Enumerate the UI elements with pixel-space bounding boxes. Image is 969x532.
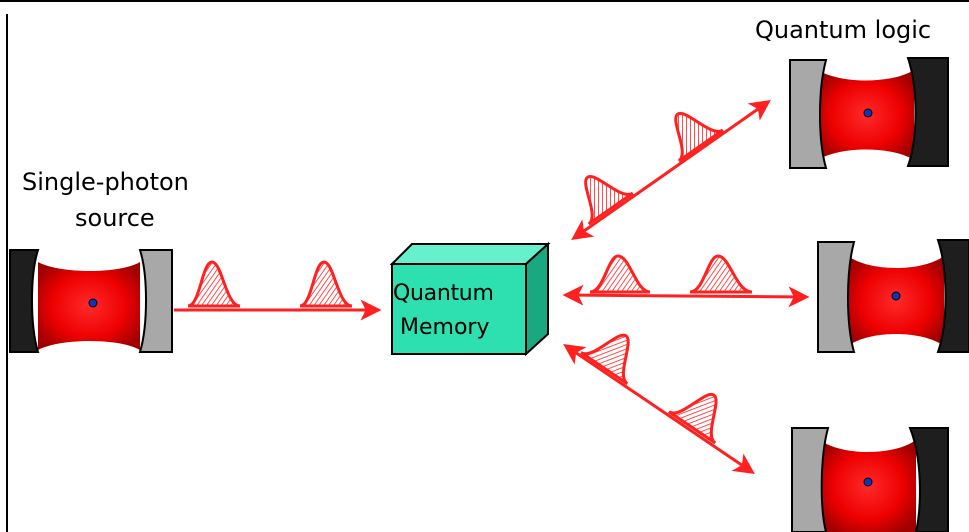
lower-right-mirror bbox=[908, 427, 949, 532]
quantum-logic-label: Quantum logic bbox=[755, 16, 932, 44]
single-photon-source-label: Single-photon bbox=[22, 168, 189, 196]
quantum-memory-label: Quantum bbox=[393, 281, 494, 306]
lower-atom bbox=[863, 477, 873, 487]
quantum-memory-cube bbox=[389, 241, 551, 357]
upper-right-mirror bbox=[906, 57, 949, 167]
middle-atom bbox=[891, 291, 901, 301]
cube-top bbox=[389, 243, 551, 265]
photon-pulse-upper-2 bbox=[674, 112, 724, 163]
source-cavity bbox=[9, 249, 173, 353]
middle-cavity-beam bbox=[848, 256, 944, 346]
photon-pulse-2 bbox=[299, 260, 353, 308]
source-right-mirror bbox=[138, 249, 173, 353]
quantum-memory-label-line2: Memory bbox=[400, 315, 490, 340]
cube-front bbox=[391, 263, 527, 355]
upper-atom bbox=[863, 108, 873, 118]
middle-left-mirror bbox=[817, 241, 856, 353]
source-left-mirror bbox=[9, 249, 40, 353]
single-photon-source-label-line2: source bbox=[75, 204, 155, 232]
source-atom bbox=[88, 298, 98, 308]
middle-right-mirror bbox=[936, 239, 969, 353]
memory-to-upper-logic-arrow bbox=[571, 99, 771, 241]
photon-pulse-lower-1 bbox=[580, 333, 630, 386]
memory-to-middle-logic-arrow bbox=[562, 284, 810, 308]
photon-pulse-middle-2 bbox=[689, 254, 753, 294]
upper-logic-cavity bbox=[789, 57, 949, 169]
middle-logic-cavity bbox=[817, 239, 969, 353]
source-cavity-beam bbox=[38, 262, 140, 350]
lower-left-mirror bbox=[791, 427, 830, 532]
cube-side bbox=[525, 241, 549, 357]
upper-left-mirror bbox=[789, 59, 828, 169]
photon-pulse-1 bbox=[187, 260, 241, 308]
photon-pulse-middle-1 bbox=[589, 254, 651, 294]
photon-pulse-upper-1 bbox=[584, 175, 634, 226]
memory-to-lower-logic-arrow bbox=[563, 344, 755, 474]
lower-logic-cavity bbox=[791, 427, 949, 532]
photon-pulse-lower-2 bbox=[667, 393, 718, 445]
